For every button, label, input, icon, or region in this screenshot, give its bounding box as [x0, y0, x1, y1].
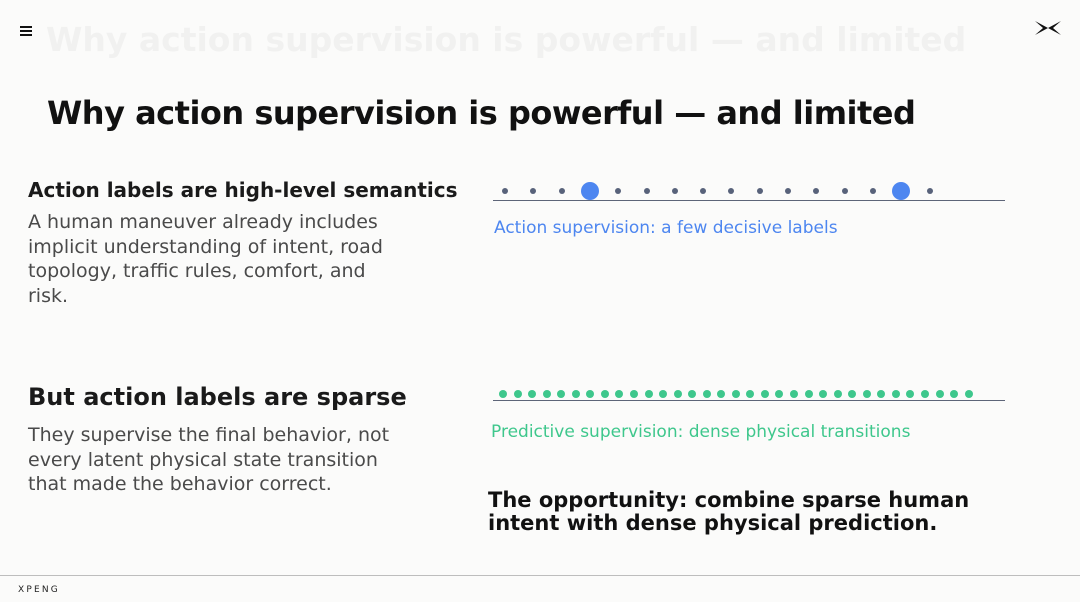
dense-track-dot [600, 390, 609, 398]
dense-supervision-track [493, 371, 1005, 401]
sparse-track-caption: Action supervision: a few decisive label… [494, 218, 838, 238]
dense-track-dot [804, 390, 813, 398]
section2-heading: But action labels are sparse [28, 383, 407, 411]
sparse-track-dot [558, 188, 565, 194]
xpeng-x-logo-icon [1035, 21, 1061, 35]
sparse-track-baseline [493, 200, 1005, 201]
dense-track-dot [775, 390, 784, 398]
sparse-track-dot [926, 188, 933, 194]
hamburger-menu-icon[interactable] [20, 26, 32, 36]
dense-track-dot [499, 390, 507, 398]
sparse-track-dot [813, 188, 820, 194]
dense-track-dot [848, 390, 857, 398]
dense-track-dot [717, 390, 726, 398]
sparse-track-dot [615, 188, 622, 194]
dense-track-dot [790, 390, 798, 398]
sparse-track-dot [530, 188, 537, 194]
sparse-track-dot [869, 188, 876, 194]
dense-track-dot [760, 390, 769, 398]
opportunity-statement: The opportunity: combine sparse human in… [488, 488, 970, 535]
dense-track-dot [513, 390, 522, 398]
dense-track-dot [950, 390, 959, 398]
section1-heading: Action labels are high-level semantics [28, 178, 458, 202]
sparse-track-dot [643, 188, 650, 194]
sparse-track-key-label-dot [892, 182, 911, 200]
dense-track-dot [731, 390, 740, 398]
dense-track-dot [542, 390, 551, 398]
dense-track-dot [629, 390, 638, 398]
dense-track-dot [935, 390, 944, 398]
dense-track-baseline [493, 400, 1005, 401]
dense-track-dot [920, 390, 929, 398]
dense-track-dot [891, 390, 900, 398]
dense-track-dot [615, 390, 624, 398]
slide-title: Why action supervision is powerful — and… [47, 94, 916, 132]
dense-track-dot [644, 390, 653, 398]
dense-track-dot [557, 390, 566, 398]
dense-track-dot [528, 390, 537, 398]
footer-logo: XPENG [18, 585, 60, 595]
sparse-track-key-label-dot [580, 182, 599, 200]
dense-track-dot [571, 390, 580, 398]
dense-track-dot [964, 390, 973, 398]
sparse-supervision-track [493, 171, 1005, 201]
sparse-track-dot [700, 188, 707, 194]
dense-track-dot [688, 390, 697, 398]
section1-body: A human maneuver already includes implic… [28, 211, 383, 307]
dense-track-dot [862, 390, 871, 398]
dense-track-dot [673, 390, 682, 398]
sparse-track-dot [841, 188, 848, 194]
dense-track-dot [702, 390, 711, 398]
sparse-track-dot [502, 188, 508, 194]
dense-track-dot [659, 390, 668, 398]
dense-track-dot [906, 390, 915, 398]
sparse-track-dot [785, 188, 791, 194]
sparse-track-dot [671, 188, 678, 194]
dense-track-dot [833, 390, 842, 398]
dense-track-caption: Predictive supervision: dense physical t… [491, 422, 911, 442]
sparse-track-dot [728, 188, 735, 194]
footer-divider [0, 575, 1080, 576]
dense-track-dot [819, 390, 828, 398]
dense-track-dot [877, 390, 886, 398]
dense-track-dot [746, 390, 755, 398]
dense-track-dot [586, 390, 595, 398]
section2-body: They supervise the final behavior, not e… [28, 424, 390, 495]
sparse-track-dot [756, 188, 763, 194]
ghost-title: Why action supervision is powerful — and… [46, 20, 967, 59]
